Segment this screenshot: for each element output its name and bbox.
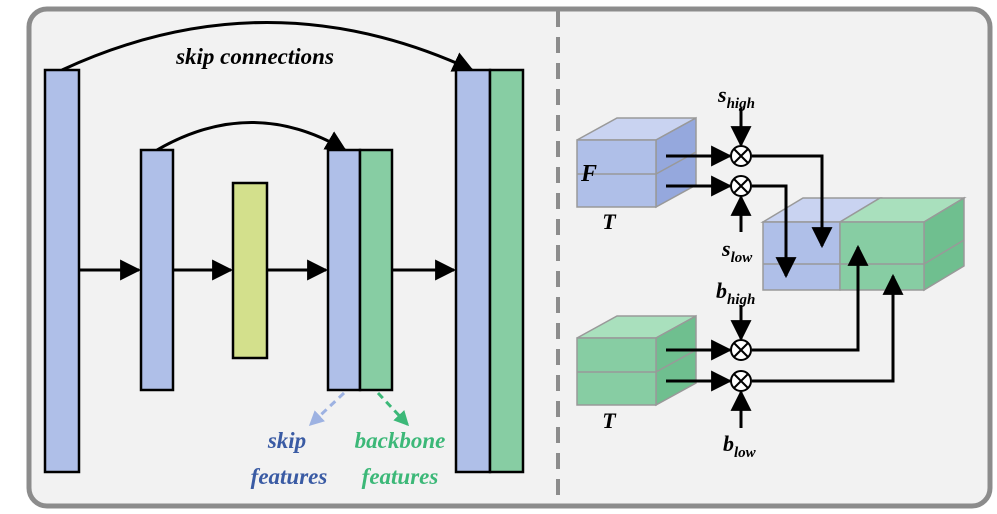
decoder-backbone-block-2	[358, 148, 394, 392]
multiply-node-s-high	[730, 145, 752, 167]
skip-connections-title: skip connections	[175, 44, 334, 69]
multiply-node-b-low	[730, 370, 752, 392]
skip-arc-outer	[61, 21, 474, 72]
backbone-low-output	[752, 273, 904, 383]
encoder-block-2	[139, 148, 175, 392]
b-low-label: blow	[723, 431, 757, 461]
skip-low-output	[752, 184, 797, 279]
bottleneck-block	[231, 181, 269, 360]
s-high-label: shigh	[717, 82, 755, 112]
unet-panel: skip connections skip features backbone …	[43, 21, 525, 489]
skip-features-label-line1: skip	[267, 428, 306, 453]
multiply-node-b-high	[730, 339, 752, 361]
frequency-axis-label: F	[580, 161, 597, 187]
decoder-skip-block-2	[326, 148, 362, 392]
backbone-features-label-line1: backbone	[355, 428, 446, 453]
backbone-feature-cube	[576, 314, 697, 407]
fourier-panel: F T T shigh slow bhigh blow	[576, 82, 967, 461]
s-low-label: slow	[721, 236, 753, 266]
combined-output-cube	[760, 196, 967, 292]
decoder-skip-block-1	[454, 68, 492, 474]
b-high-label: bhigh	[716, 278, 755, 308]
backbone-features-label-line2: features	[362, 464, 439, 489]
decoder-backbone-block-1	[488, 68, 525, 474]
backbone-time-axis-label: T	[602, 408, 617, 433]
skip-arc-inner	[156, 121, 347, 152]
backbone-features-pointer	[376, 391, 410, 427]
backbone-high-output	[752, 244, 869, 352]
skip-features-pointer	[308, 391, 346, 427]
multiply-node-s-low	[730, 175, 752, 197]
encoder-block-1	[43, 68, 81, 474]
skip-high-output	[752, 154, 833, 249]
skip-features-label-line2: features	[251, 464, 328, 489]
skip-time-axis-label: T	[602, 209, 617, 234]
